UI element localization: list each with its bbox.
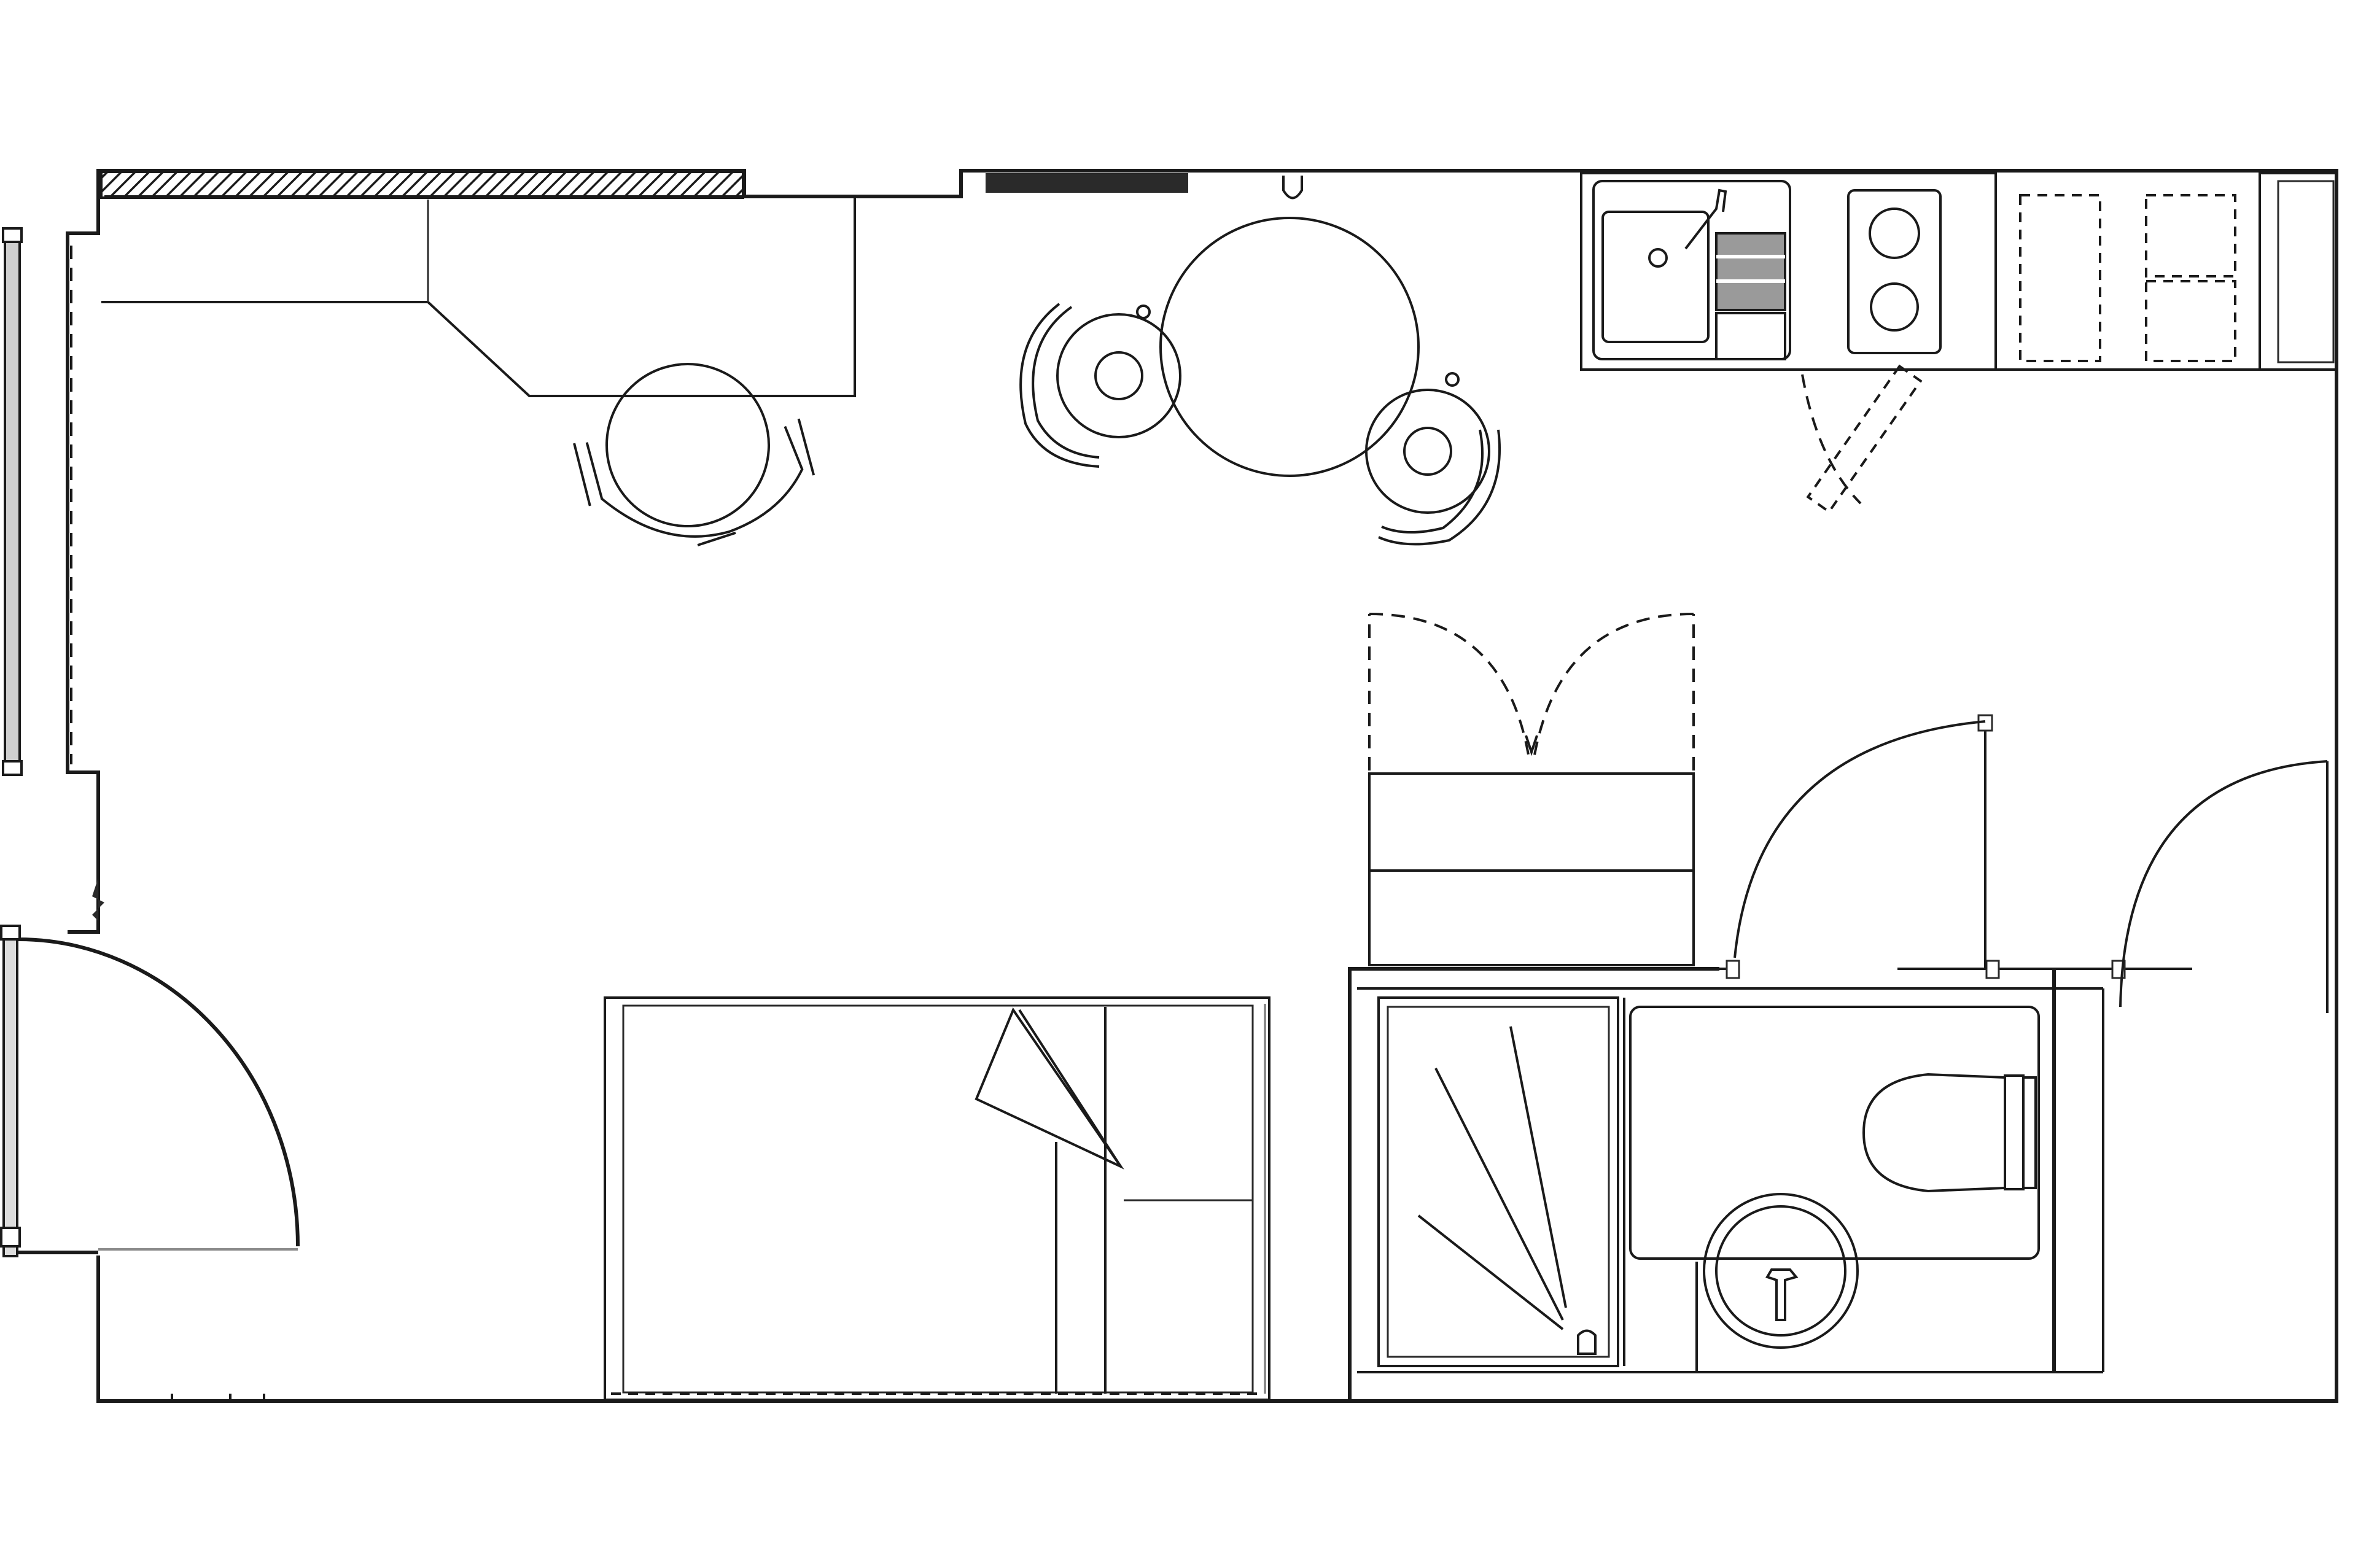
kitchenette	[1580, 172, 2338, 371]
washbasin	[1695, 1193, 1859, 1372]
single-bed	[604, 996, 1270, 1401]
hob	[1847, 189, 1942, 354]
hob-ring-icon[interactable]	[1869, 208, 1920, 259]
entrance-door[interactable]	[0, 878, 300, 1257]
kitchen-cupboard	[2019, 194, 2101, 362]
entrance-wall-filler	[986, 173, 1188, 193]
round-dining-table	[1159, 217, 1420, 477]
dining-chair-left	[1019, 303, 1181, 468]
dining-chair-right	[1365, 372, 1501, 546]
dish-drainer	[1715, 232, 1786, 311]
floor-ticks	[171, 1394, 265, 1401]
basin-tap-icon[interactable]	[1765, 1268, 1799, 1321]
shower-drain-icon	[1577, 1329, 1597, 1355]
hob-ring-icon[interactable]	[1870, 282, 1919, 332]
shower-tray	[1377, 996, 1625, 1367]
sink	[1592, 180, 1791, 360]
desk	[101, 195, 856, 397]
shower-room-door[interactable]	[1733, 714, 1993, 969]
toilet	[1629, 1006, 2040, 1260]
wardrobe	[1368, 613, 1695, 966]
door-stop-icon	[92, 878, 104, 921]
hatched-wall-segment	[100, 171, 744, 199]
sink-drain-icon	[1648, 248, 1668, 268]
desk-chair	[573, 363, 815, 546]
kitchen-cabinet-door[interactable]	[1801, 364, 1923, 514]
ceiling-light-icon	[1282, 176, 1303, 200]
wc-door[interactable]	[2119, 760, 2329, 1013]
fridge	[2259, 172, 2338, 371]
shower-room	[1348, 960, 2192, 1401]
kitchen-cupboard	[2145, 194, 2236, 278]
tap-icon[interactable]	[1684, 188, 1727, 250]
window-left	[2, 227, 72, 776]
kitchen-cupboard	[2145, 280, 2236, 362]
bed-sheet-fold	[975, 1007, 1124, 1170]
